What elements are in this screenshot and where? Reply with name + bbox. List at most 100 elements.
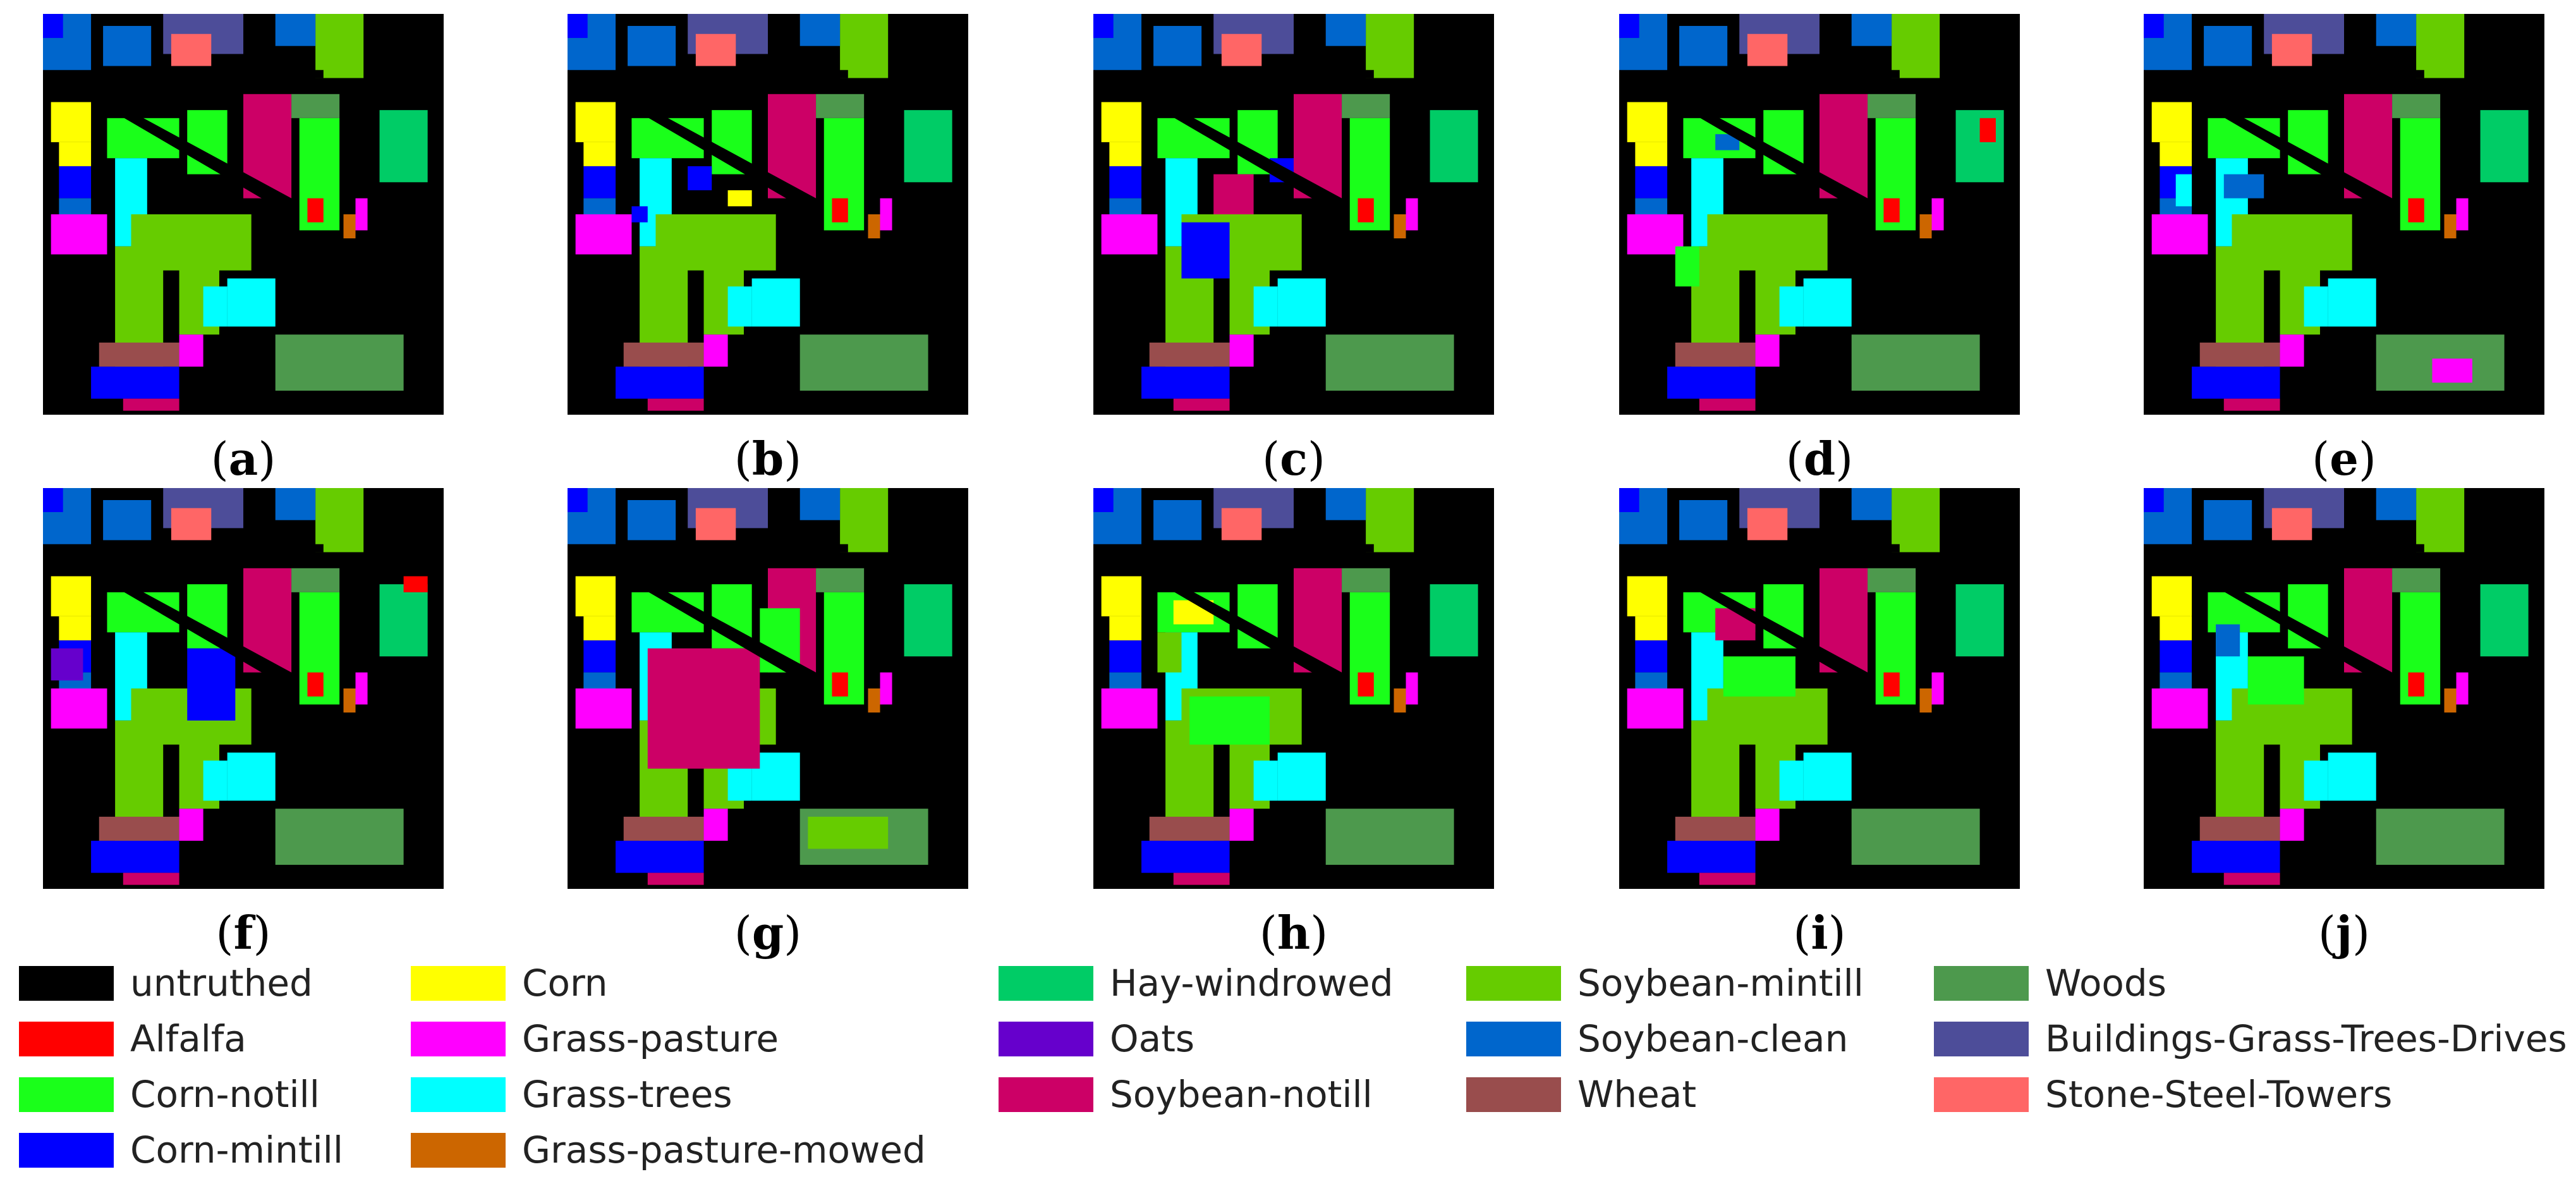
map-region bbox=[1366, 488, 1414, 553]
legend-label: Grass-pasture bbox=[522, 1017, 779, 1060]
map-region bbox=[1109, 640, 1142, 673]
map-region bbox=[1919, 214, 1932, 239]
map-region bbox=[2280, 809, 2304, 841]
map-region bbox=[880, 198, 892, 231]
legend-swatch bbox=[1934, 965, 2029, 1001]
map-region bbox=[1157, 632, 1182, 673]
map-region bbox=[1931, 198, 1944, 231]
map-region bbox=[2432, 358, 2472, 383]
map-region bbox=[688, 166, 712, 190]
map-region bbox=[99, 816, 179, 841]
map-region bbox=[1739, 544, 1900, 553]
map-region bbox=[2160, 640, 2192, 673]
map-region bbox=[703, 334, 728, 367]
legend-label: Alfalfa bbox=[130, 1017, 246, 1060]
map-road bbox=[2184, 568, 2393, 681]
map-region bbox=[2304, 761, 2328, 801]
map-region bbox=[832, 672, 848, 697]
map-region bbox=[1931, 672, 1944, 705]
map-region bbox=[123, 398, 179, 411]
map-region bbox=[1406, 672, 1418, 705]
map-region bbox=[2199, 816, 2280, 841]
map-region bbox=[1394, 214, 1406, 239]
map-region bbox=[1803, 752, 1852, 801]
map-region bbox=[2480, 584, 2529, 657]
map-region bbox=[99, 342, 179, 367]
map-region bbox=[379, 584, 428, 657]
legend-item-soybean-mintill: Soybean-mintill bbox=[1466, 955, 1864, 1012]
map-region bbox=[2223, 174, 2264, 199]
classification-map-canvas bbox=[1093, 488, 1478, 885]
map-region bbox=[2247, 656, 2304, 705]
map-region bbox=[1109, 616, 1142, 640]
map-region bbox=[1699, 872, 1756, 885]
map-region bbox=[2408, 672, 2424, 697]
map-region bbox=[799, 488, 841, 520]
map-region bbox=[275, 14, 316, 46]
legend-item-soybean-clean: Soybean-clean bbox=[1466, 1010, 1848, 1067]
map-region bbox=[1635, 640, 1668, 673]
map-region bbox=[1189, 696, 1270, 745]
map-region bbox=[91, 366, 179, 399]
classification-map-h bbox=[1093, 488, 1494, 889]
legend-swatch bbox=[1466, 1077, 1561, 1112]
map-region bbox=[2204, 500, 2252, 541]
map-region bbox=[840, 14, 889, 78]
legend-label: Corn-notill bbox=[130, 1073, 320, 1116]
legend-label: Grass-pasture-mowed bbox=[522, 1128, 926, 1171]
class-legend: untruthed Alfalfa Corn-notill Corn-minti… bbox=[0, 955, 2576, 1186]
map-region bbox=[1779, 761, 1804, 801]
legend-label: Buildings-Grass-Trees-Drives bbox=[2045, 1017, 2567, 1060]
map-region bbox=[1675, 342, 1756, 367]
legend-swatch bbox=[411, 1077, 506, 1112]
map-region bbox=[1883, 672, 1900, 697]
legend-item-oats: Oats bbox=[999, 1010, 1194, 1067]
map-region bbox=[1253, 761, 1278, 801]
map-region bbox=[51, 576, 92, 616]
map-region bbox=[2151, 214, 2208, 255]
map-region bbox=[43, 14, 63, 39]
map-region bbox=[1277, 278, 1326, 327]
map-road bbox=[607, 94, 817, 207]
map-region bbox=[1342, 568, 1390, 592]
map-region bbox=[1755, 334, 1780, 367]
map-region bbox=[1221, 508, 1262, 541]
map-region bbox=[1755, 809, 1780, 841]
map-region bbox=[1229, 809, 1254, 841]
legend-label: Soybean-notill bbox=[1110, 1073, 1373, 1116]
map-region bbox=[808, 816, 889, 849]
map-region bbox=[647, 648, 760, 769]
classification-map-canvas bbox=[43, 488, 428, 885]
map-region bbox=[163, 70, 324, 78]
map-region bbox=[1253, 286, 1278, 327]
map-region bbox=[59, 142, 92, 166]
map-region bbox=[868, 214, 880, 239]
map-region bbox=[583, 142, 616, 166]
map-region bbox=[2175, 174, 2192, 207]
map-region bbox=[904, 584, 952, 657]
panel-label-f: (f) bbox=[216, 906, 271, 960]
map-region bbox=[2328, 752, 2376, 801]
legend-swatch bbox=[999, 1077, 1093, 1112]
map-region bbox=[179, 334, 204, 367]
legend-item-soybean-notill: Soybean-notill bbox=[999, 1066, 1373, 1123]
classification-map-canvas bbox=[568, 14, 952, 411]
map-region bbox=[2151, 576, 2192, 616]
map-region bbox=[799, 334, 928, 391]
map-region bbox=[163, 544, 324, 553]
map-region bbox=[1979, 118, 1996, 142]
legend-item-untruthed: untruthed bbox=[19, 955, 313, 1012]
classification-map-c bbox=[1093, 14, 1494, 415]
legend-label: Corn-mintill bbox=[130, 1128, 343, 1171]
map-region bbox=[1093, 488, 1114, 513]
map-region bbox=[568, 14, 588, 39]
map-region bbox=[1627, 102, 1668, 142]
map-region bbox=[628, 500, 676, 541]
map-region bbox=[1325, 334, 1454, 391]
map-region bbox=[275, 334, 404, 391]
legend-item-corn-mintill: Corn-mintill bbox=[19, 1122, 343, 1178]
map-region bbox=[2192, 366, 2280, 399]
legend-label: Wheat bbox=[1577, 1073, 1697, 1116]
map-region bbox=[2144, 488, 2164, 513]
map-region bbox=[1679, 26, 1728, 66]
